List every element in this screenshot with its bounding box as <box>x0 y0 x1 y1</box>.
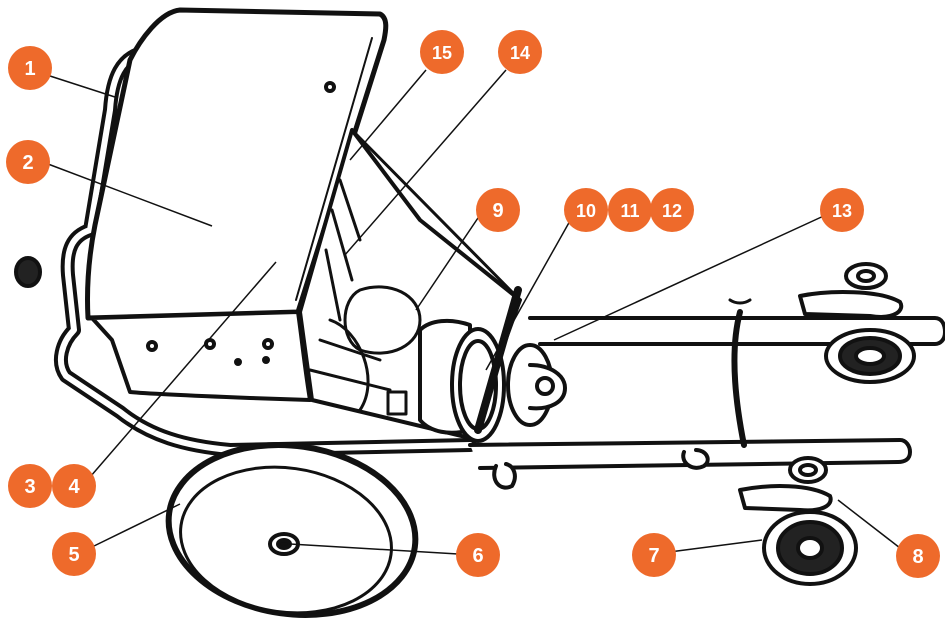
callout-15: 15 <box>420 30 464 74</box>
callouts: 1 2 3 4 5 6 7 8 9 10 11 12 13 14 15 <box>6 30 940 578</box>
leader-lines <box>47 69 901 555</box>
callout-12: 12 <box>650 188 694 232</box>
callout-10-label: 10 <box>576 201 596 221</box>
callout-15-label: 15 <box>432 43 452 63</box>
cart-illustration <box>14 7 945 618</box>
callout-10: 10 <box>564 188 608 232</box>
callout-9: 9 <box>476 188 520 232</box>
callout-11-label: 11 <box>620 201 639 221</box>
motor-arm <box>474 286 522 434</box>
callout-9-label: 9 <box>492 200 503 222</box>
panel-screw <box>324 81 336 93</box>
callout-6: 6 <box>456 533 500 577</box>
callout-13: 13 <box>820 188 864 232</box>
callout-13-label: 13 <box>832 201 852 221</box>
callout-14: 14 <box>498 30 542 74</box>
callout-5: 5 <box>52 532 96 576</box>
callout-3: 3 <box>8 464 52 508</box>
callout-2: 2 <box>6 140 50 184</box>
callout-7: 7 <box>632 533 676 577</box>
lower-housing <box>90 310 312 402</box>
rear-caster-lower <box>738 456 858 586</box>
side-knob <box>14 256 42 288</box>
frame-handle-inner <box>57 49 473 453</box>
front-wheel <box>165 442 419 618</box>
callout-6-label: 6 <box>472 545 483 567</box>
callout-4-label: 4 <box>68 476 80 498</box>
rear-caster-upper <box>798 262 916 384</box>
front-panel <box>84 7 389 321</box>
panel-edge-inner <box>295 37 373 301</box>
callout-1: 1 <box>8 46 52 90</box>
callout-2-label: 2 <box>22 152 33 174</box>
callout-8-label: 8 <box>912 546 923 568</box>
callout-14-label: 14 <box>510 43 530 63</box>
callout-3-label: 3 <box>24 476 35 498</box>
callout-12-label: 12 <box>662 201 682 221</box>
callout-1-label: 1 <box>24 58 35 80</box>
callout-7-label: 7 <box>648 545 659 567</box>
callout-5-label: 5 <box>68 544 79 566</box>
axle-strap <box>731 309 747 448</box>
callout-4: 4 <box>52 464 96 508</box>
callout-11: 11 <box>608 188 652 232</box>
callout-8: 8 <box>896 534 940 578</box>
